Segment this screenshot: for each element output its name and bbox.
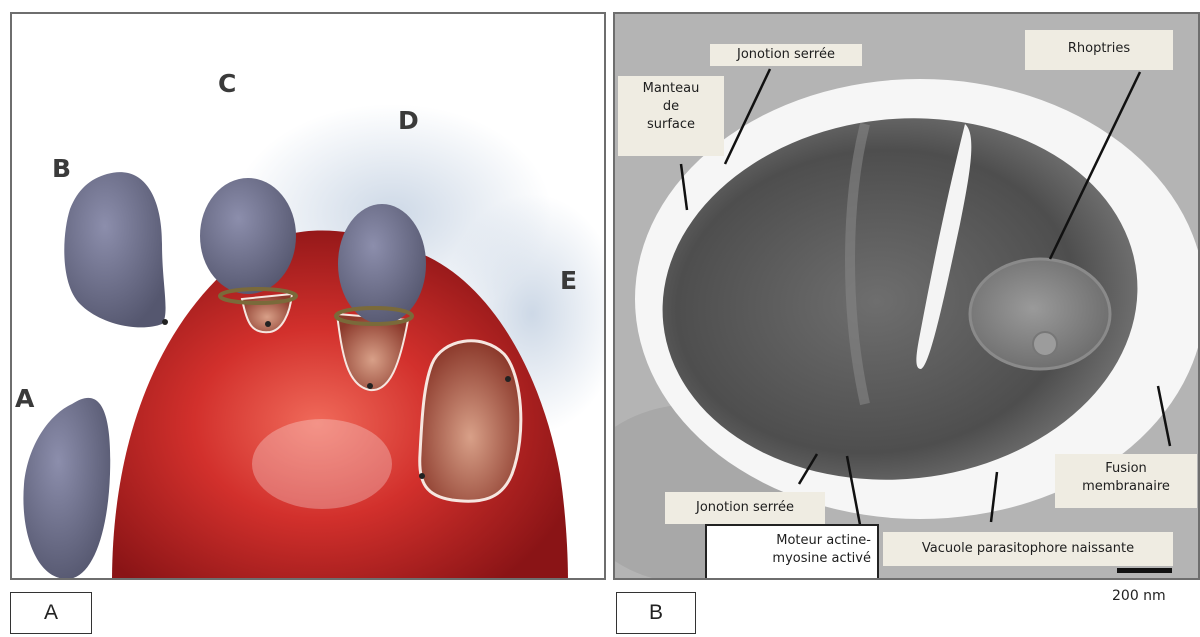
callout-line: Fusion: [1061, 460, 1191, 478]
stage-label-a: A: [15, 384, 34, 413]
callout-line: myosine activé: [713, 550, 871, 568]
callout-membrane-fusion: Fusion membranaire: [1055, 454, 1197, 508]
stage-label-d: D: [398, 106, 419, 135]
micrograph-panel: Jonotion serrée Manteau de surface Rhopt…: [613, 12, 1200, 580]
junction-point: [505, 376, 511, 382]
illustration-panel: A B C D E: [10, 12, 606, 580]
junction-point: [367, 383, 373, 389]
callout-line: surface: [624, 116, 718, 134]
junction-point: [265, 321, 271, 327]
merozoite-b: [64, 172, 165, 327]
invasion-illustration: [12, 14, 606, 580]
scale-bar-label: 200 nm: [1112, 588, 1166, 604]
callout-tight-junction-bottom: Jonotion serrée: [665, 492, 825, 524]
callout-surface-coat: Manteau de surface: [618, 76, 724, 156]
panel-caption-a: A: [10, 592, 92, 634]
merozoite-a: [23, 398, 110, 579]
panel-caption-b: B: [616, 592, 696, 634]
callout-rhoptries: Rhoptries: [1025, 30, 1173, 70]
merozoite-d: [338, 204, 426, 324]
callout-tight-junction-top: Jonotion serrée: [710, 44, 862, 66]
callout-parasitophorous-vacuole: Vacuole parasitophore naissante: [883, 532, 1173, 566]
stage-label-e: E: [560, 266, 577, 295]
junction-point: [162, 319, 168, 325]
callout-actin-myosin-motor: Moteur actine- myosine activé: [705, 524, 879, 580]
stage-label-b: B: [52, 154, 71, 183]
callout-line: Manteau: [624, 80, 718, 98]
erythrocyte-highlight: [252, 419, 392, 509]
scale-bar: [1117, 568, 1172, 573]
merozoite-c: [200, 178, 296, 294]
junction-point: [419, 473, 425, 479]
stage-label-c: C: [218, 69, 236, 98]
callout-line: Moteur actine-: [713, 532, 871, 550]
callout-line: de: [624, 98, 718, 116]
callout-line: membranaire: [1061, 478, 1191, 496]
parasitophorous-vacuole: [420, 341, 521, 501]
